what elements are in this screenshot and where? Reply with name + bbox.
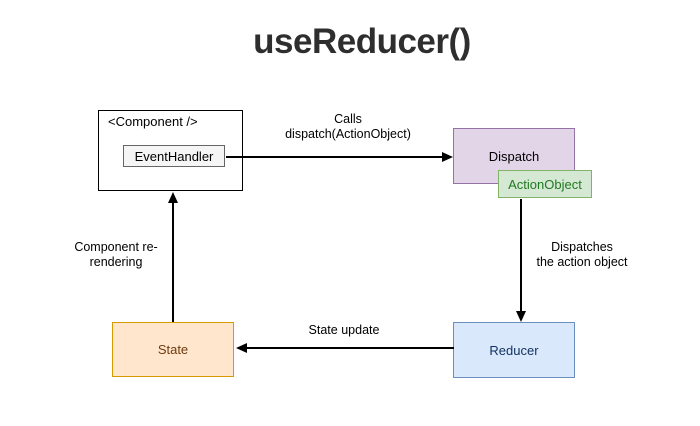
calls-arrow-line bbox=[226, 156, 443, 158]
calls-arrow-label: Calls dispatch(ActionObject) bbox=[285, 112, 411, 141]
calls-arrowhead-icon bbox=[442, 152, 453, 162]
state-update-arrowhead-icon bbox=[236, 343, 247, 353]
component-node-label: <Component /> bbox=[108, 114, 198, 129]
state-update-arrow-line bbox=[246, 347, 454, 349]
event-handler-node: EventHandler bbox=[123, 145, 225, 167]
state-node-label: State bbox=[157, 342, 189, 357]
action-object-node: ActionObject bbox=[498, 170, 592, 198]
reducer-node-label: Reducer bbox=[489, 342, 539, 358]
dispatch-node-label: Dispatch bbox=[488, 148, 540, 164]
event-handler-node-label: EventHandler bbox=[134, 148, 214, 164]
dispatches-arrow-line bbox=[520, 199, 522, 312]
diagram-title: useReducer() bbox=[253, 22, 471, 61]
action-object-node-label: ActionObject bbox=[508, 176, 582, 192]
rerender-arrowhead-icon bbox=[168, 192, 178, 203]
reducer-node: Reducer bbox=[453, 322, 575, 378]
dispatches-arrow-label: Dispatches the action object bbox=[536, 240, 628, 269]
rerender-arrow-label: Component re- rendering bbox=[74, 240, 158, 269]
dispatches-arrowhead-icon bbox=[516, 311, 526, 322]
state-node: State bbox=[112, 322, 234, 377]
rerender-arrow-line bbox=[172, 202, 174, 322]
state-update-arrow-label: State update bbox=[308, 323, 380, 337]
